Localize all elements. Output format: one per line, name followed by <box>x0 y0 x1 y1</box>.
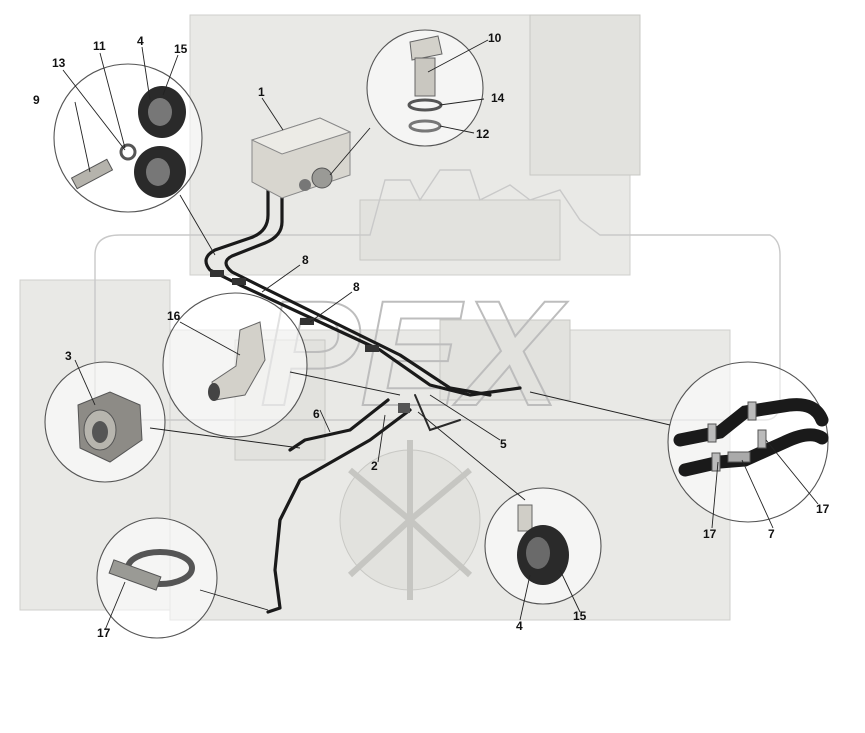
label-17-hose-right: 17 <box>816 502 830 516</box>
component-17-clamp-detail <box>96 517 218 639</box>
line-2 <box>266 408 412 614</box>
label-9: 9 <box>33 93 40 107</box>
clamp-a <box>210 270 224 277</box>
component-3-nut <box>44 361 166 483</box>
label-17-bottom-left: 17 <box>97 626 111 640</box>
detail-circle-top-left <box>53 63 203 213</box>
component-4-15-grommet <box>484 487 602 605</box>
fan-blades <box>347 440 473 600</box>
label-4-bottom: 4 <box>516 619 523 633</box>
detail-circle-16 <box>162 292 308 438</box>
pump-housing <box>439 319 571 401</box>
label-1: 1 <box>258 85 265 99</box>
clamp-d <box>365 345 379 352</box>
valve-cover <box>359 199 561 261</box>
fuel-lines <box>204 173 522 614</box>
label-15-bottom: 15 <box>573 609 587 623</box>
engine-side-panel <box>529 14 641 176</box>
clamp-c <box>300 318 314 325</box>
label-5: 5 <box>500 437 507 451</box>
tee-fitting <box>398 403 410 413</box>
label-14: 14 <box>491 91 505 105</box>
label-6: 6 <box>313 407 320 421</box>
component-1-valve-box <box>250 117 352 199</box>
bolt-detail <box>366 29 484 147</box>
label-7: 7 <box>768 527 775 541</box>
line-6 <box>288 398 390 452</box>
label-2: 2 <box>371 459 378 473</box>
label-15-top: 15 <box>174 42 188 56</box>
label-3: 3 <box>65 349 72 363</box>
clamp-b <box>232 278 246 285</box>
top-left-detail <box>53 63 203 213</box>
line-8-lower <box>224 178 492 397</box>
hose-joint-detail <box>667 361 829 523</box>
label-13: 13 <box>52 56 66 70</box>
watermark-text: PEX <box>260 269 568 437</box>
label-16: 16 <box>167 309 181 323</box>
callout-labels: 1 2 3 4 4 5 6 7 8 8 9 10 11 12 13 14 15 … <box>33 31 830 640</box>
line-5 <box>414 394 461 432</box>
label-11: 11 <box>93 39 106 53</box>
connector-lines <box>149 127 671 611</box>
line-8-upper <box>204 173 522 397</box>
label-10: 10 <box>488 31 502 45</box>
leader-lines <box>62 39 819 631</box>
component-16-fitting <box>162 292 308 438</box>
label-4-top: 4 <box>137 34 144 48</box>
label-12: 12 <box>476 127 490 141</box>
label-17-hose-left: 17 <box>703 527 717 541</box>
label-8-lower: 8 <box>353 280 360 294</box>
label-8-upper: 8 <box>302 253 309 267</box>
